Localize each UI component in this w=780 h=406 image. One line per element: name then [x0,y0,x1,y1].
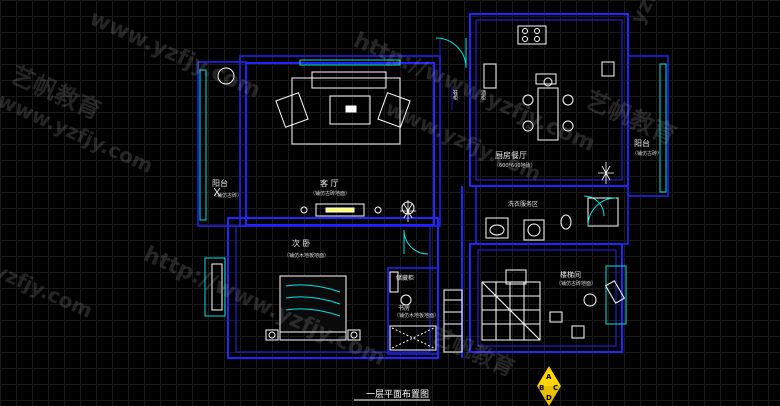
armchair-left [275,92,309,128]
compass-letter-b: B [539,384,545,392]
left-balcony-walls [197,61,247,227]
armchair-right [377,92,411,128]
kitchen-fixtures [483,25,615,141]
stair-room-note: （铺仿古砖地面） [556,281,597,287]
study-label: 书房 [398,305,411,312]
stair-room-label: 楼梯间 [560,271,581,279]
stairs [443,269,626,353]
fridge [483,63,497,89]
bed [211,263,361,341]
compass-marker [537,366,561,406]
left-balcony-note: （铺仿古砖） [212,193,243,199]
living-room-note: （铺仿古砖地面） [310,191,351,197]
plants [213,162,614,222]
study-fixtures [389,271,437,351]
right-balcony-label: 阳台 [634,139,650,148]
sink [535,73,557,85]
kitchen-label: 厨房餐厅 [495,151,527,160]
sofa [311,71,387,89]
stair-room-walls [469,243,623,353]
left-balcony-label: 阳台 [212,179,228,188]
compass-letter-c: C [553,384,559,392]
coffee-table [329,95,371,125]
living-furniture [217,67,415,217]
windows [199,59,667,325]
cabinet-a-label: 鞋柜 [452,90,458,100]
bedroom-label: 次 卧 [292,239,311,248]
compass-letter-d: D [546,394,552,402]
right-balcony-note: （铺仿古砖） [632,151,663,157]
right-balcony-walls [627,55,669,197]
kitchen-note: （600*600地砖） [494,163,536,169]
cabinet-b-label: 酒柜 [480,90,486,100]
bedroom-note: （铺仿木地板地面） [284,253,330,259]
laundry-label: 洗衣服务区 [508,201,539,208]
dining-table [537,87,559,141]
compass-letter-a: A [546,373,552,381]
living-room-label: 客 厅 [320,179,339,188]
tv-cabinet [315,203,365,217]
bath-fixtures [485,197,619,241]
walls [197,13,669,359]
plan-title: 一层平面布置图 [366,390,430,400]
doors [403,37,605,255]
storage-label: 储藏柜 [396,275,415,282]
study-note: （铺仿木地板地面） [394,313,440,319]
stove [517,25,547,45]
